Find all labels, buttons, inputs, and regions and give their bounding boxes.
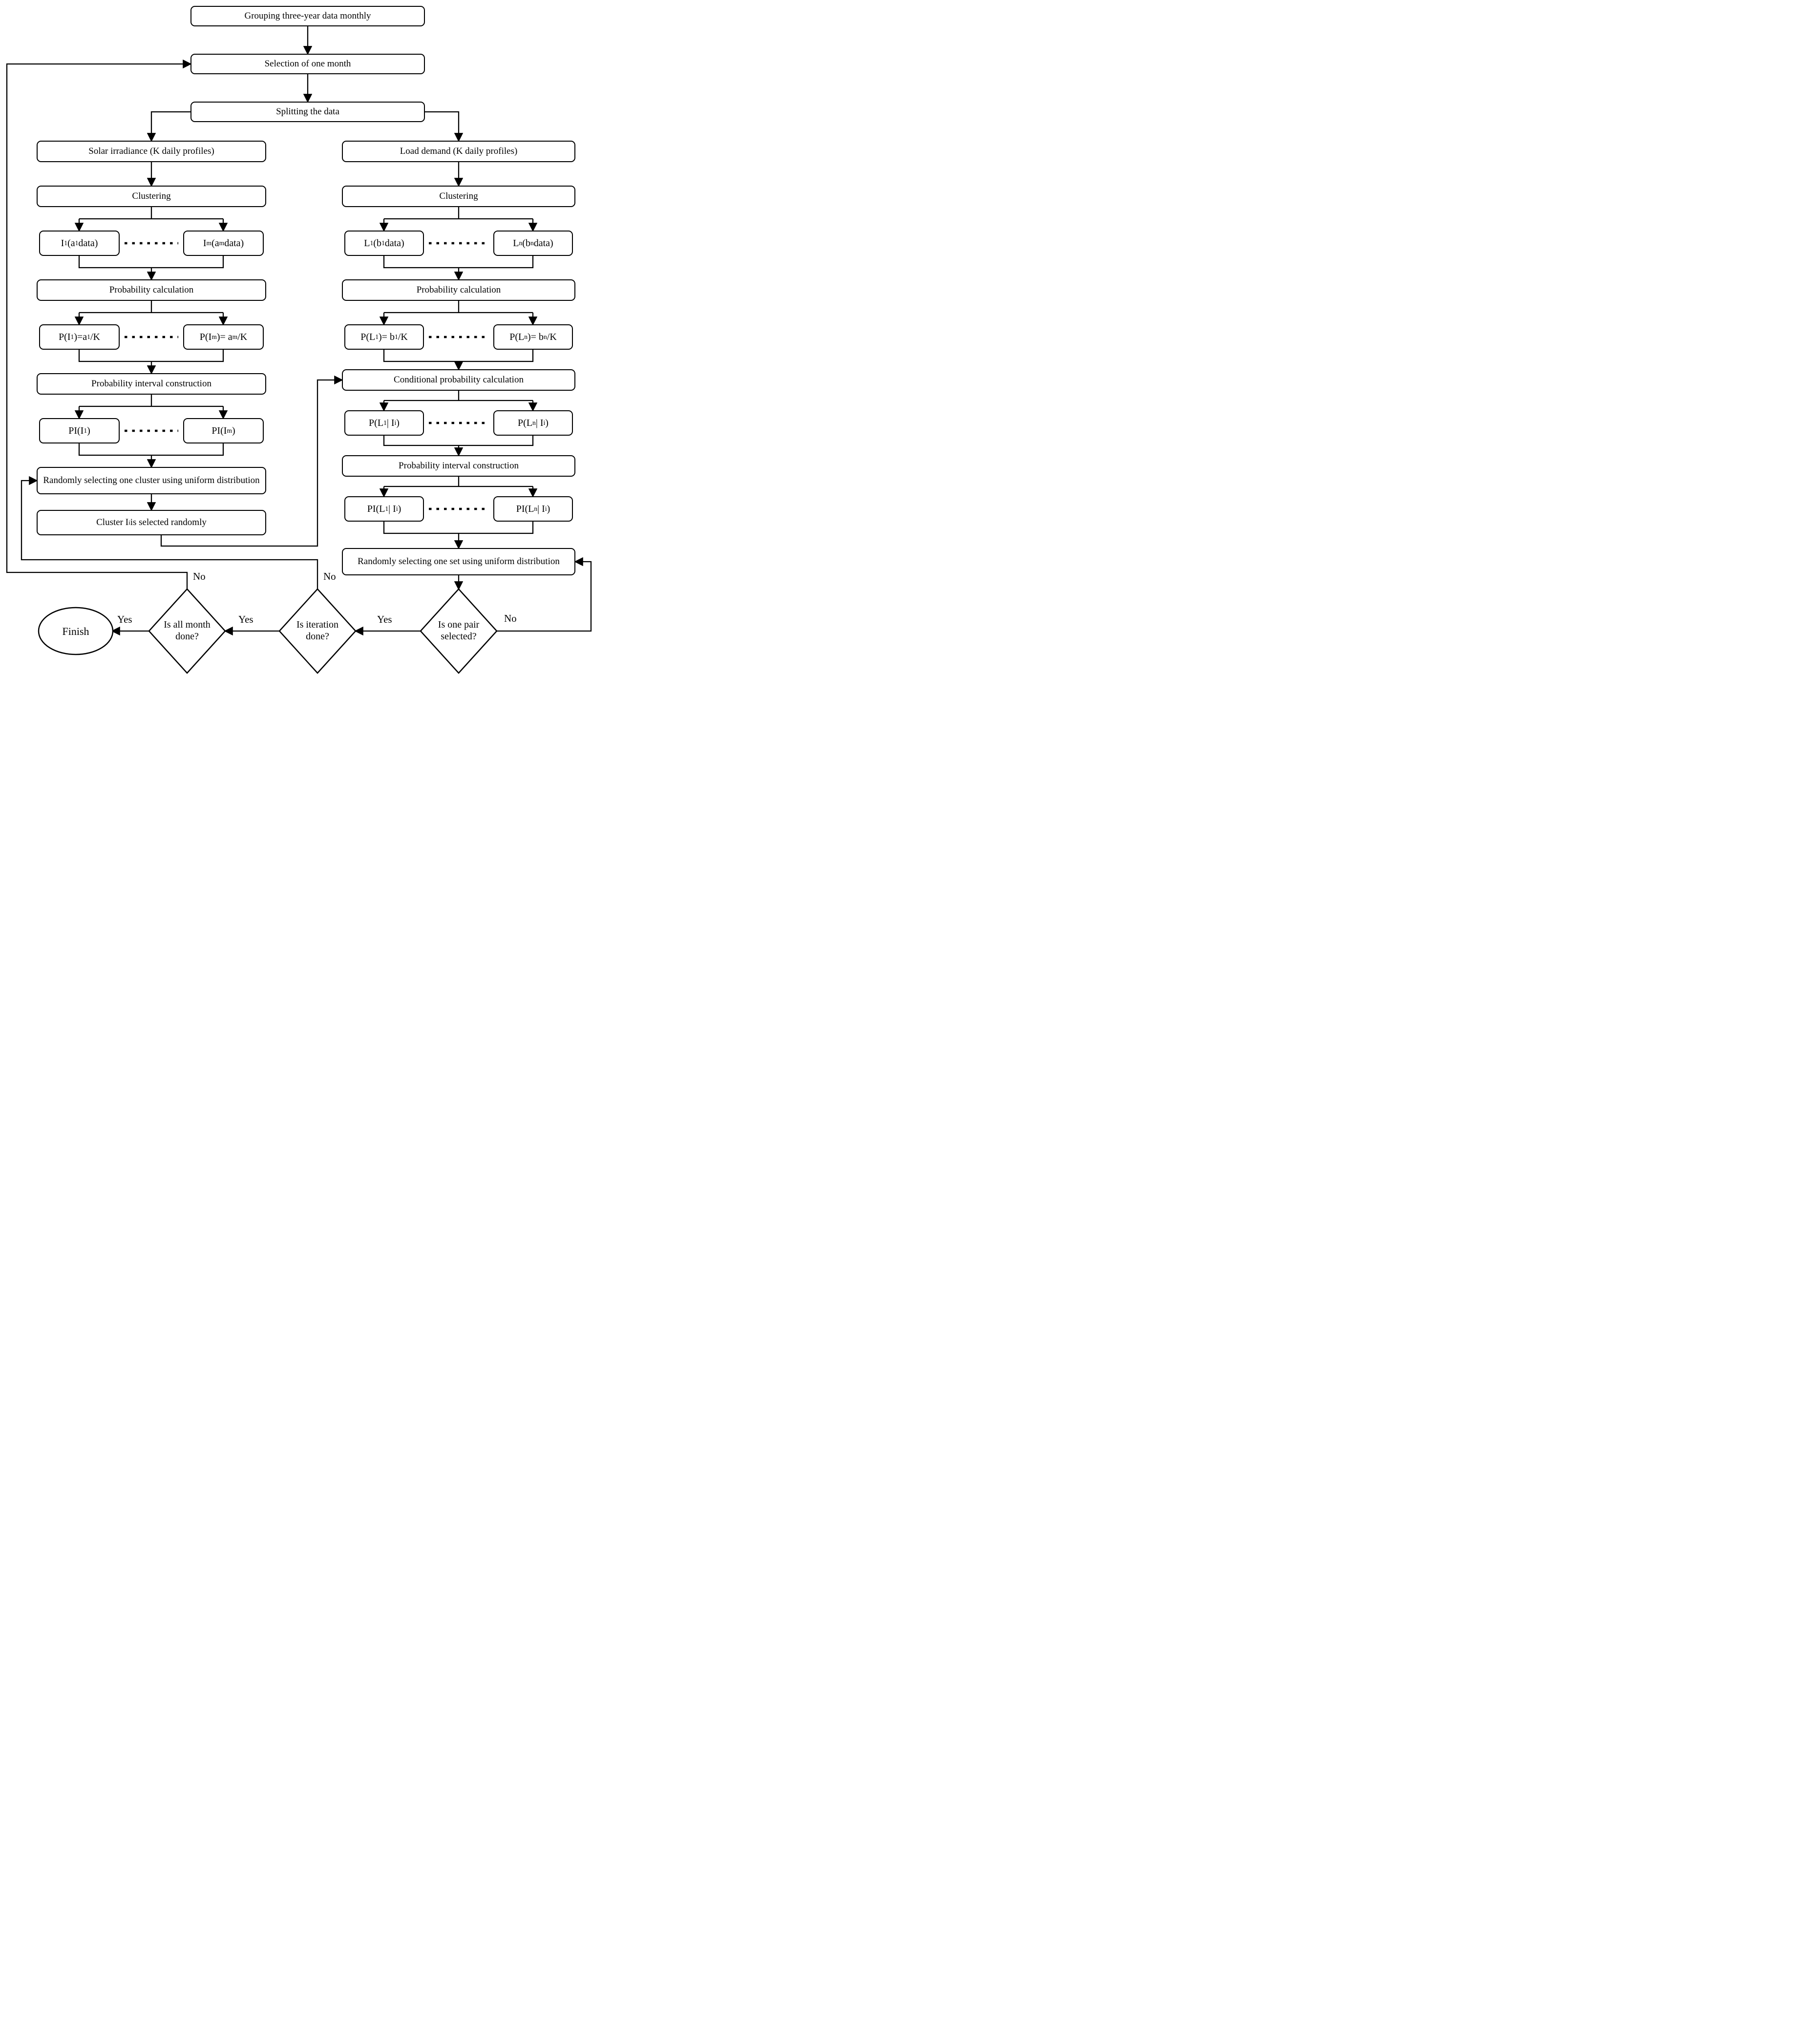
edge-label-month-no: No xyxy=(193,570,206,582)
edge-splitting-solar xyxy=(147,111,190,142)
node-selection: Selection of one month xyxy=(190,54,425,74)
edge-label-pair-no: No xyxy=(504,612,517,624)
decision-text-iteration-done: Is iteration done? xyxy=(296,619,339,642)
node-grouping: Grouping three-year data monthly xyxy=(190,6,425,26)
edge-label-iteration-yes: Yes xyxy=(238,613,253,625)
edge-label-month-yes: Yes xyxy=(117,613,132,625)
decision-text-one-pair-selected: Is one pair selected? xyxy=(438,619,480,642)
edge-iteration-no-loop xyxy=(21,476,318,589)
edge-pboxes-merge xyxy=(78,350,224,362)
edge-piboxes-merge xyxy=(78,443,224,456)
decision-is-one-pair-selected xyxy=(420,588,498,674)
terminal-finish xyxy=(38,607,114,655)
edge-iboxes-merge xyxy=(78,256,224,269)
edge-label-iteration-no: No xyxy=(323,570,336,582)
edge-clusterselected-condprob xyxy=(160,375,343,547)
edge-lboxes-merge xyxy=(383,256,534,269)
edge-pliboxes-merge xyxy=(383,436,534,446)
edge-pilboxes-merge xyxy=(383,522,534,534)
terminal-text-finish: Finish xyxy=(62,625,89,637)
node-random-cluster: Randomly selecting one cluster using uni… xyxy=(37,467,266,494)
edge-pair-no-loop xyxy=(497,557,592,632)
node-random-set: Randomly selecting one set using uniform… xyxy=(342,548,575,575)
node-prob-interval-right: Probability interval construction xyxy=(342,455,575,477)
flowchart-canvas: Grouping three-year data monthly Selecti… xyxy=(0,0,598,681)
edge-splitting-load xyxy=(425,111,464,142)
edge-month-no-loop xyxy=(6,59,192,589)
connector-layer xyxy=(6,26,592,674)
edge-label-pair-yes: Yes xyxy=(377,613,392,625)
edge-plboxes-merge xyxy=(383,350,534,362)
node-clustering-left: Clustering xyxy=(37,186,266,207)
decision-is-all-month-done xyxy=(148,588,226,674)
node-prob-calc-left: Probability calculation xyxy=(37,279,266,301)
node-splitting: Splitting the data xyxy=(190,102,425,122)
decision-is-iteration-done xyxy=(278,588,357,674)
node-load-demand: Load demand (K daily profiles) xyxy=(342,141,575,162)
node-prob-interval-left: Probability interval construction xyxy=(37,373,266,395)
decision-text-all-month-done: Is all month done? xyxy=(164,619,211,642)
node-prob-calc-right: Probability calculation xyxy=(342,279,575,301)
node-solar-irradiance: Solar irradiance (K daily profiles) xyxy=(37,141,266,162)
node-cond-prob: Conditional probability calculation xyxy=(342,369,575,391)
node-clustering-right: Clustering xyxy=(342,186,575,207)
